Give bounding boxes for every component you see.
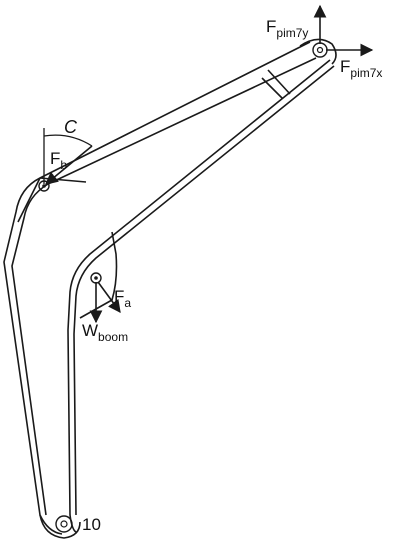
label-fpim7x-main: F: [340, 57, 351, 76]
label-fb-main: F: [50, 149, 61, 168]
label-angle-c: C: [64, 117, 77, 137]
label-pin-number: 10: [82, 515, 101, 534]
label-fpim7y-sub: pim7y: [276, 26, 309, 40]
label-fpim7y-main: F: [266, 17, 277, 36]
label-wboom: Wboom: [82, 321, 128, 343]
pin-10: [55, 515, 73, 533]
label-fpim7y: Fpim7y: [266, 17, 308, 39]
boom-outline: [3, 38, 337, 539]
pin-top: [312, 42, 328, 58]
force-fa-arrow: [97, 281, 121, 314]
label-wboom-main: W: [82, 321, 99, 340]
label-fa-sub: a: [124, 296, 132, 310]
label-fpim7x: Fpim7x: [340, 57, 382, 79]
label-fpim7x-sub: pim7x: [350, 66, 383, 80]
label-fa-main: F: [114, 287, 125, 306]
pin-fa: [90, 272, 102, 284]
force-fb-arrow: [45, 145, 93, 185]
label-fb: Fb: [50, 149, 67, 171]
angle-c-marker: [43, 128, 93, 184]
label-fb-sub: b: [60, 158, 68, 172]
label-wboom-sub: boom: [98, 330, 129, 344]
label-fa: Fa: [114, 287, 131, 309]
